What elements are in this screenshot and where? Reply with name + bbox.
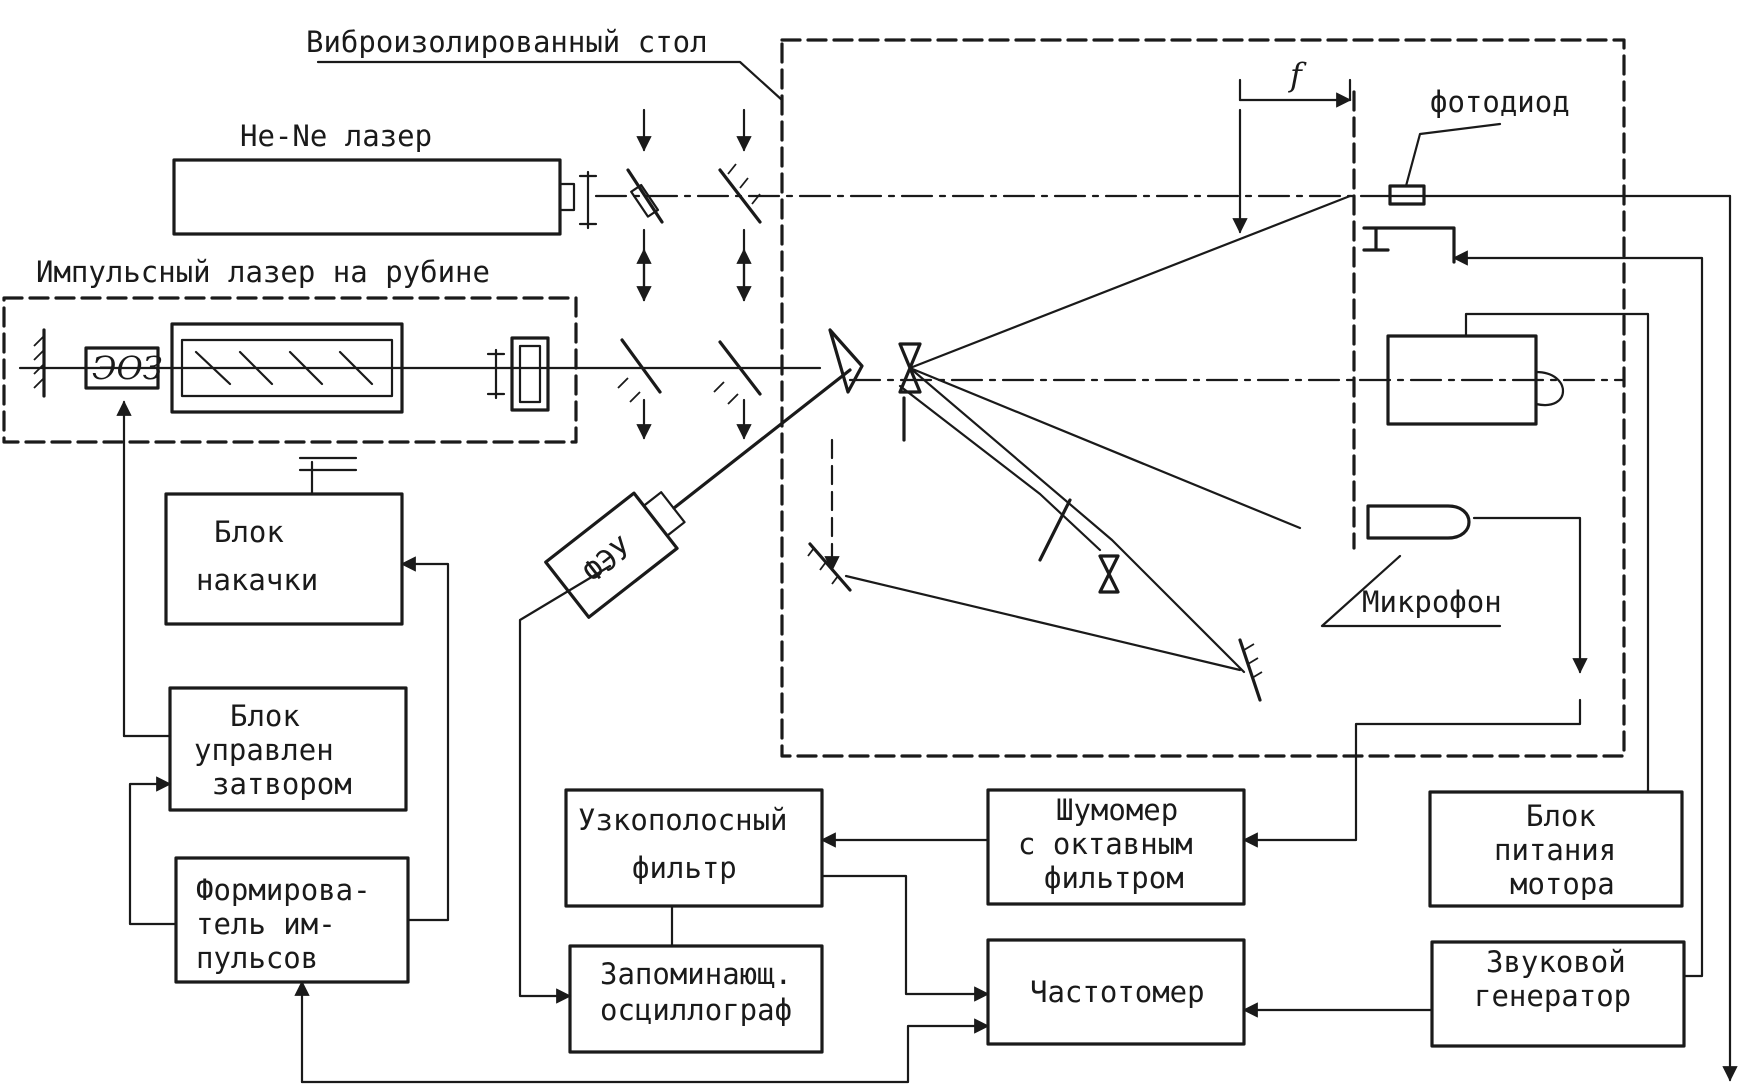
ruby-laser: Импульсный лазер на рубине ЭОЗ [2,255,578,444]
shutter-control-block: Блок управлен затвором [168,686,408,812]
noise-line-3: фильтром [1044,861,1184,895]
filter-line-1: Узкополосный [578,803,788,837]
table-mirror-right [1238,638,1262,702]
shutter-line-2: управлен [194,733,334,767]
beam-mirrors [617,108,762,440]
sound-generator-block: Звуковой генератор [1430,940,1686,1048]
beam-to-mic [908,366,1302,530]
osc-line-1: Запоминающ. [600,957,792,991]
focal-length-marker: f [1232,56,1356,550]
output-coupler [510,336,550,412]
pulse-former-line-2: тель им- [196,907,336,941]
table-optics [807,194,1352,702]
lens-3 [1098,554,1120,594]
mirror-2 [718,168,762,224]
shutter-line-3: затвором [212,767,352,801]
pump-line-2: накачки [196,563,318,597]
bottom-wiring [518,194,1738,1082]
microphone-label: Микрофон [1362,585,1502,619]
mirror-4 [718,340,762,396]
filter-line-2: фильтр [632,851,737,885]
table-mirror-left [808,542,852,592]
hene-laser-label: He-Ne лазер [240,119,432,153]
beam-lower [908,366,1246,674]
mirror-3 [620,338,662,394]
noise-line-2: с октавным [1018,827,1193,861]
pulse-former-line-1: Формирова- [196,873,371,907]
motor-line-1: Блок [1526,799,1596,833]
focal-label: f [1288,56,1307,94]
freq-line-1: Частотомер [1030,975,1205,1009]
frequency-meter-block: Частотомер [986,938,1246,1046]
lens-2 [1038,498,1072,562]
hene-laser: He-Ne лазер [172,119,598,236]
microphone: Микрофон [1320,504,1588,674]
vibration-isolated-table: Виброизолированный стол [306,25,1626,758]
beam-upper [908,194,1352,370]
osc-line-2: осциллограф [600,993,792,1027]
motor-line-3: мотора [1510,867,1615,901]
gen-line-2: генератор [1474,979,1631,1013]
motor-power-block: Блок питания мотора [1428,790,1684,908]
narrowband-filter-block: Узкополосный фильтр [564,788,824,908]
pmt-beam [672,368,852,510]
splitter-mirror-1 [626,168,664,224]
noise-meter-block: Шумомер с октавным фильтром [986,788,1246,906]
motor-line-2: питания [1494,833,1616,867]
gen-line-1: Звуковой [1486,945,1626,979]
noise-line-1: Шумомер [1056,793,1178,827]
photodiode-label: фотодиод [1430,85,1570,119]
left-wiring [116,400,990,1084]
pump-block: Блок накачки [164,492,404,626]
pump-line-1: Блок [214,515,284,549]
table-label: Виброизолированный стол [306,25,708,59]
pulse-former-line-3: пульсов [196,941,318,975]
oscillograph-block: Запоминающ. осциллограф [568,944,824,1054]
pulse-former-block: Формирова- тель им- пульсов [174,856,410,984]
shutter-line-1: Блок [230,699,300,733]
pmt: ФЭУ [544,491,686,619]
photodiode: фотодиод [1362,85,1570,264]
ruby-laser-label: Импульсный лазер на рубине [36,255,490,289]
beam-splitter-wedge [828,328,864,394]
motor-chopper [1386,312,1650,792]
